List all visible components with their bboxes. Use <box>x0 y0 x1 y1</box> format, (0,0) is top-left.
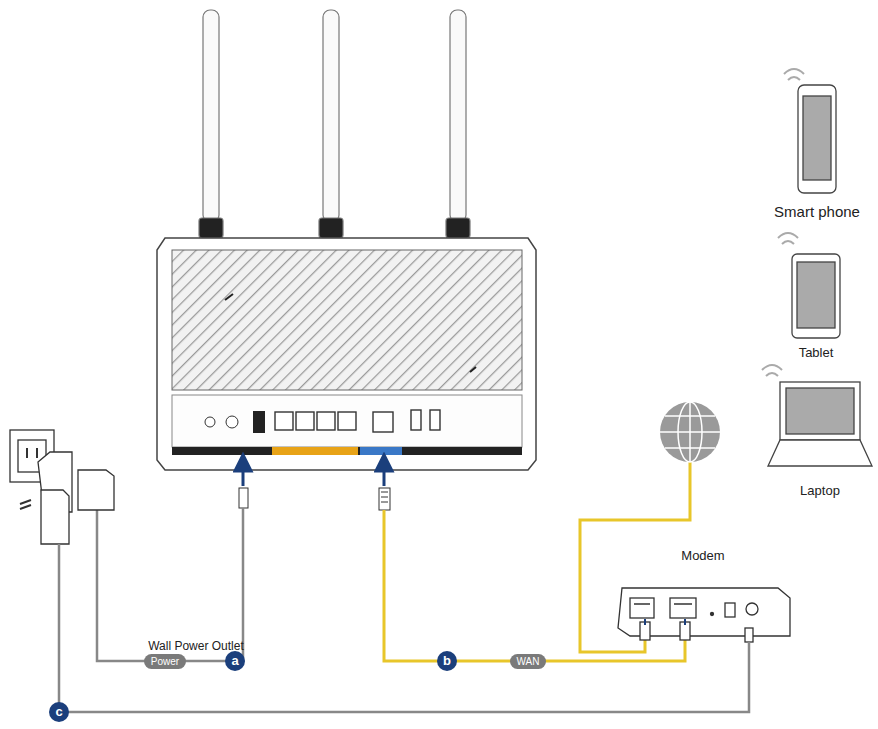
wall-outlet <box>10 430 114 544</box>
device-label: Laptop <box>800 483 840 498</box>
router <box>157 238 536 470</box>
outlet-label: Wall Power Outlet <box>148 639 244 653</box>
callout-number: a <box>225 651 245 671</box>
cable-label: Power <box>144 654 186 669</box>
internet-globe <box>660 402 720 462</box>
devices <box>762 69 872 466</box>
node-text: b <box>443 653 451 668</box>
node-text: c <box>55 704 62 719</box>
modem <box>618 588 790 642</box>
cable-label: WAN <box>510 654 547 669</box>
modem-node: Modem <box>618 548 788 644</box>
node-text: Modem <box>618 548 788 563</box>
device-label: Smart phone <box>774 203 860 220</box>
callout-number: b <box>437 651 457 671</box>
node-text: WAN <box>517 656 540 667</box>
callout-number: c <box>49 702 69 722</box>
node-text: Power <box>151 656 179 667</box>
antennas <box>199 10 470 238</box>
node-text: a <box>231 653 238 668</box>
device-label: Tablet <box>799 345 834 360</box>
